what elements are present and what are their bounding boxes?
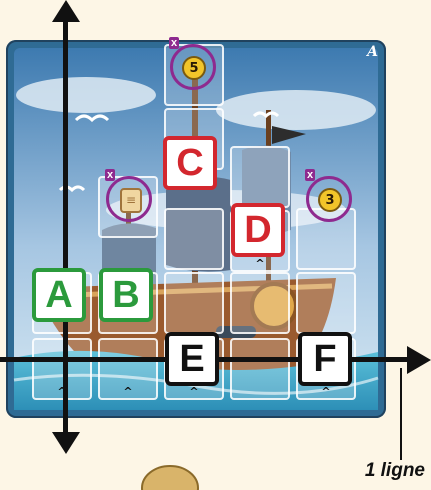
caret-up-icon: ^ <box>321 385 331 398</box>
caret-up-icon: ^ <box>57 385 67 398</box>
coin-token-3: x 3 <box>305 169 352 222</box>
grid-cell <box>164 208 224 270</box>
label-f: F <box>298 332 352 386</box>
caption-pointer-line <box>400 368 402 460</box>
card-letter: A <box>367 44 378 60</box>
coin-icon: 3 <box>318 188 342 212</box>
grid-cell <box>230 272 290 334</box>
scroll-icon: ≡ <box>120 188 142 213</box>
caret-up-icon: ^ <box>189 385 199 398</box>
vertical-axis <box>63 12 68 442</box>
arrow-up-icon <box>52 0 80 22</box>
mark-x: x <box>305 169 316 181</box>
label-e: E <box>165 332 219 386</box>
grid-cell: ^ <box>32 338 92 400</box>
label-c: C <box>163 136 217 190</box>
label-d: D <box>231 203 285 257</box>
treasure-icon <box>141 465 199 490</box>
scroll-token: x ≡ <box>105 169 152 222</box>
label-a: A <box>32 268 86 322</box>
caret-up-icon: ^ <box>123 385 133 398</box>
caption-label: 1 ligne <box>364 460 425 481</box>
grid-cell: ^ <box>98 338 158 400</box>
grid-cell <box>230 146 290 208</box>
caret-up-icon: ^ <box>255 257 265 270</box>
grid-cell <box>230 338 290 400</box>
coin-icon: 5 <box>182 56 206 80</box>
mark-x: x <box>169 37 180 49</box>
arrow-right-icon <box>407 346 431 374</box>
grid-cell <box>164 272 224 334</box>
grid-cell <box>296 272 356 334</box>
mark-x: x <box>105 169 116 181</box>
label-b: B <box>99 268 153 322</box>
coin-token-5: x 5 <box>169 37 216 90</box>
arrow-down-icon <box>52 432 80 454</box>
